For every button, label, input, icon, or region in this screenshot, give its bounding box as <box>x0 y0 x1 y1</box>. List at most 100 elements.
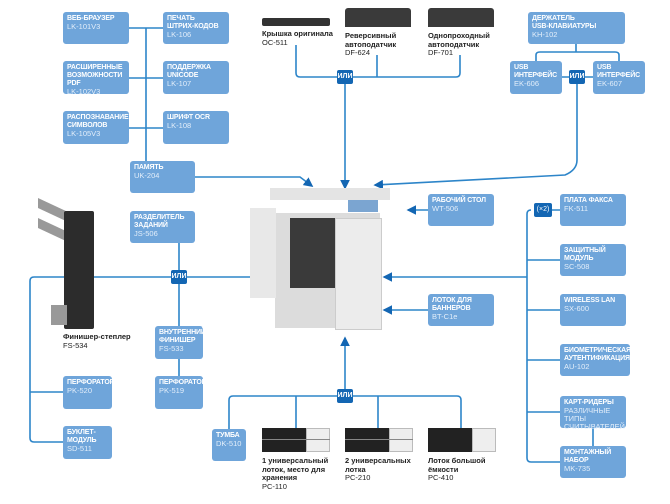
fax-multiplier-badge: (×2) <box>534 203 552 217</box>
option-model: SD-511 <box>67 444 92 453</box>
finisher-fs534-image <box>38 198 98 330</box>
option-model: EK-607 <box>597 79 623 88</box>
device-title: Лоток большой ёмкости <box>428 456 486 474</box>
option-title: ПОДДЕРЖКА UNICODE <box>167 64 211 79</box>
device-title: Однопроходный автоподатчик <box>428 31 490 49</box>
option-title: БУКЛЕТ- МОДУЛЬ <box>67 429 97 444</box>
option-model: WT-506 <box>432 204 459 213</box>
or-badge-usb: ИЛИ <box>569 70 585 84</box>
option-title: WIRELESS LAN <box>564 297 616 304</box>
option-model: LK-102V3 <box>67 87 101 96</box>
option-title: ПЛАТА ФАКСА <box>564 197 613 204</box>
option-title: ПЕРФОРАТОР <box>159 379 207 386</box>
option-title: КАРТ-РИДЕРЫ <box>564 399 614 406</box>
or-badge-finisher: ИЛИ <box>171 270 187 284</box>
device-model: FS-534 <box>63 340 88 350</box>
device-model: PC-210 <box>345 473 371 482</box>
option-title: ШРИФТ OCR <box>167 114 210 121</box>
device-model: PC-410 <box>428 473 454 482</box>
device-model: OC-511 <box>262 37 288 47</box>
device-title: 1 универсальный лоток, место для хранени… <box>262 456 329 482</box>
device-caption-pc110: 1 универсальный лоток, место для хранени… <box>262 456 329 491</box>
option-model: FK-511 <box>564 204 589 213</box>
option-model: UK-204 <box>134 171 160 180</box>
device-model: DF-624 <box>345 48 371 57</box>
option-title: РАСПОЗНАВАНИЕ СИМВОЛОВ <box>67 114 129 129</box>
option-title: ВНУТРЕННИЙ ФИНИШЕР <box>159 329 206 344</box>
device-image-pc210 <box>345 428 413 454</box>
option-title: USB ИНТЕРФЕЙС <box>597 64 640 79</box>
device-title: Крышка оригинала <box>262 29 333 38</box>
option-title: ДЕРЖАТЕЛЬ USB-КЛАВИАТУРЫ <box>532 15 597 30</box>
option-title: ЗАЩИТНЫЙ МОДУЛЬ <box>564 247 606 262</box>
option-model: SC-508 <box>564 262 590 271</box>
option-title: РАЗДЕЛИТЕЛЬ ЗАДАНИЙ <box>134 214 185 229</box>
option-model: LK-106 <box>167 30 192 39</box>
device-model: PC-110 <box>262 481 287 491</box>
option-title: ВЕБ-БРАУЗЕР <box>67 15 115 22</box>
option-title: МОНТАЖНЫЙ НАБОР <box>564 449 612 464</box>
option-model: PK-520 <box>67 386 93 395</box>
option-title: ПЕРФОРАТОР <box>67 379 115 386</box>
device-image-df624 <box>345 8 411 28</box>
option-title: РАБОЧИЙ СТОЛ <box>432 197 486 204</box>
device-image-df701 <box>428 8 494 28</box>
option-model: JS-506 <box>134 229 158 238</box>
option-title: ПАМЯТЬ <box>134 164 164 171</box>
option-title: ЛОТОК ДЛЯ БАННЕРОВ <box>432 297 472 312</box>
option-model: PK-519 <box>159 386 185 395</box>
option-model: LK-108 <box>167 121 192 130</box>
option-model: AU-102 <box>564 362 590 371</box>
option-model: РАЗЛИЧНЫЕ ТИПЫ СЧИТЫВАТЕЛЕЙ <box>564 406 625 431</box>
option-title: ТУМБА <box>216 432 240 439</box>
option-model: KH-102 <box>532 30 558 39</box>
device-image-pc110 <box>262 428 330 454</box>
option-model: LK-107 <box>167 79 192 88</box>
device-title: Реверсивный автоподатчик <box>345 31 397 49</box>
or-badge-bottom: ИЛИ <box>337 389 353 403</box>
device-title: Финишер-степлер <box>63 332 131 341</box>
option-title: РАСШИРЕННЫЕ ВОЗМОЖНОСТИ PDF <box>67 64 123 87</box>
option-model: DK-510 <box>216 439 242 448</box>
or-badge-top: ИЛИ <box>337 70 353 84</box>
option-model: EK-606 <box>514 79 540 88</box>
option-model: LK-101V3 <box>67 22 101 31</box>
option-model: FS-533 <box>159 344 184 353</box>
device-title: 2 универсальных лотка <box>345 456 411 474</box>
device-model: DF-701 <box>428 48 454 57</box>
option-model: MK-735 <box>564 464 591 473</box>
option-title: ПЕЧАТЬ ШТРИХ-КОДОВ <box>167 15 219 30</box>
option-title: БИОМЕТРИЧЕСКАЯ АУТЕНТИФИКАЦИЯ <box>564 347 631 362</box>
option-model: LK-105V3 <box>67 129 101 138</box>
